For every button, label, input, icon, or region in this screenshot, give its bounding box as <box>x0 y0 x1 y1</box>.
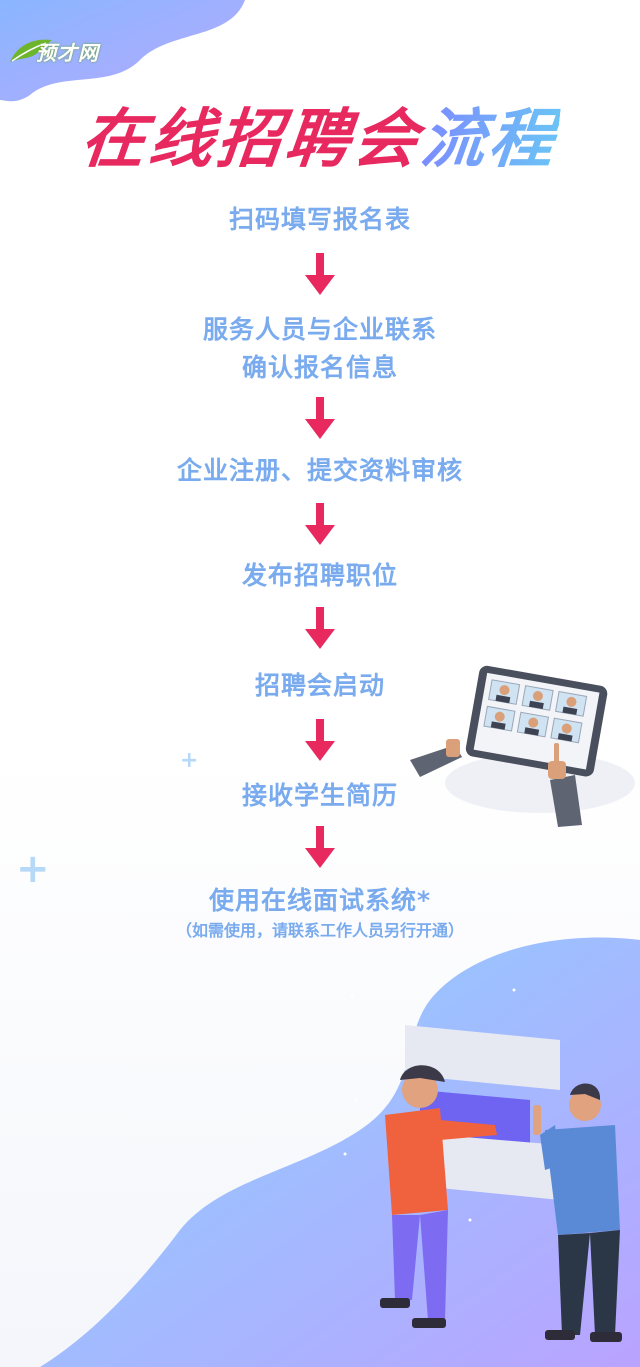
step-5-text: 招聘会启动 <box>254 671 385 700</box>
step-3-text: 企业注册、提交资料审核 <box>176 456 463 485</box>
title-part-2: 流程 <box>417 103 562 177</box>
down-arrow-icon <box>305 503 335 545</box>
down-arrow-icon <box>305 397 335 439</box>
plus-icon: + <box>180 748 199 773</box>
down-arrow-icon <box>305 253 335 295</box>
down-arrow-icon <box>305 719 335 761</box>
step-2-text-line2: 确认报名信息 <box>241 353 398 382</box>
tablet-video-call-illustration <box>410 665 635 827</box>
down-arrow-icon <box>305 607 335 649</box>
step-4: 发布招聘职位 <box>0 557 640 595</box>
step-7-note: （如需使用，请联系工作人员另行开通） <box>175 921 464 940</box>
logo[interactable]: 预才网 <box>8 36 99 66</box>
title-part-1: 在线招聘会 <box>77 103 426 177</box>
step-2: 服务人员与企业联系 确认报名信息 <box>0 311 640 387</box>
step-1: 扫码填写报名表 <box>0 201 640 239</box>
step-4-text: 发布招聘职位 <box>241 561 398 590</box>
team-presentation-illustration <box>40 937 640 1367</box>
plus-icon: + <box>16 846 50 892</box>
step-3: 企业注册、提交资料审核 <box>0 452 640 490</box>
step-1-text: 扫码填写报名表 <box>228 205 411 234</box>
logo-text: 预才网 <box>36 40 99 65</box>
step-2-text: 服务人员与企业联系 <box>202 315 437 344</box>
step-7-text: 使用在线面试系统* <box>208 886 432 915</box>
step-6-text: 接收学生简历 <box>241 781 398 810</box>
top-blob-decoration <box>0 0 245 102</box>
leaf-logo-icon <box>10 39 52 62</box>
down-arrow-icon <box>305 826 335 868</box>
step-5: 招聘会启动 <box>0 667 640 705</box>
step-6: 接收学生简历 <box>0 777 640 815</box>
step-7: 使用在线面试系统* （如需使用，请联系工作人员另行开通） <box>0 882 640 942</box>
page-title: 在线招聘会流程 <box>0 88 640 180</box>
